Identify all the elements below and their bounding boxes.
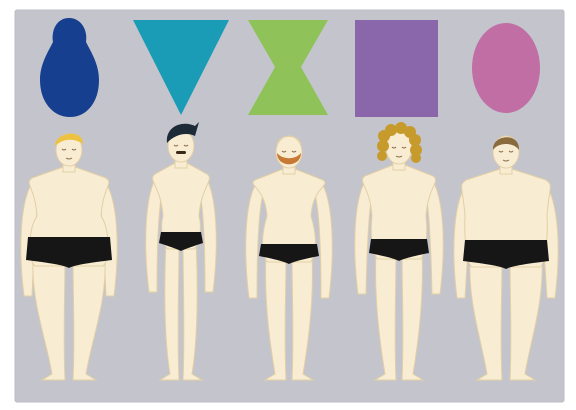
- hair-curl: [411, 153, 421, 163]
- oval-shape: [472, 23, 540, 113]
- mustache: [176, 151, 186, 154]
- hair-curl: [377, 151, 387, 161]
- hair-curl: [385, 124, 397, 136]
- rectangle-shape: [355, 20, 438, 117]
